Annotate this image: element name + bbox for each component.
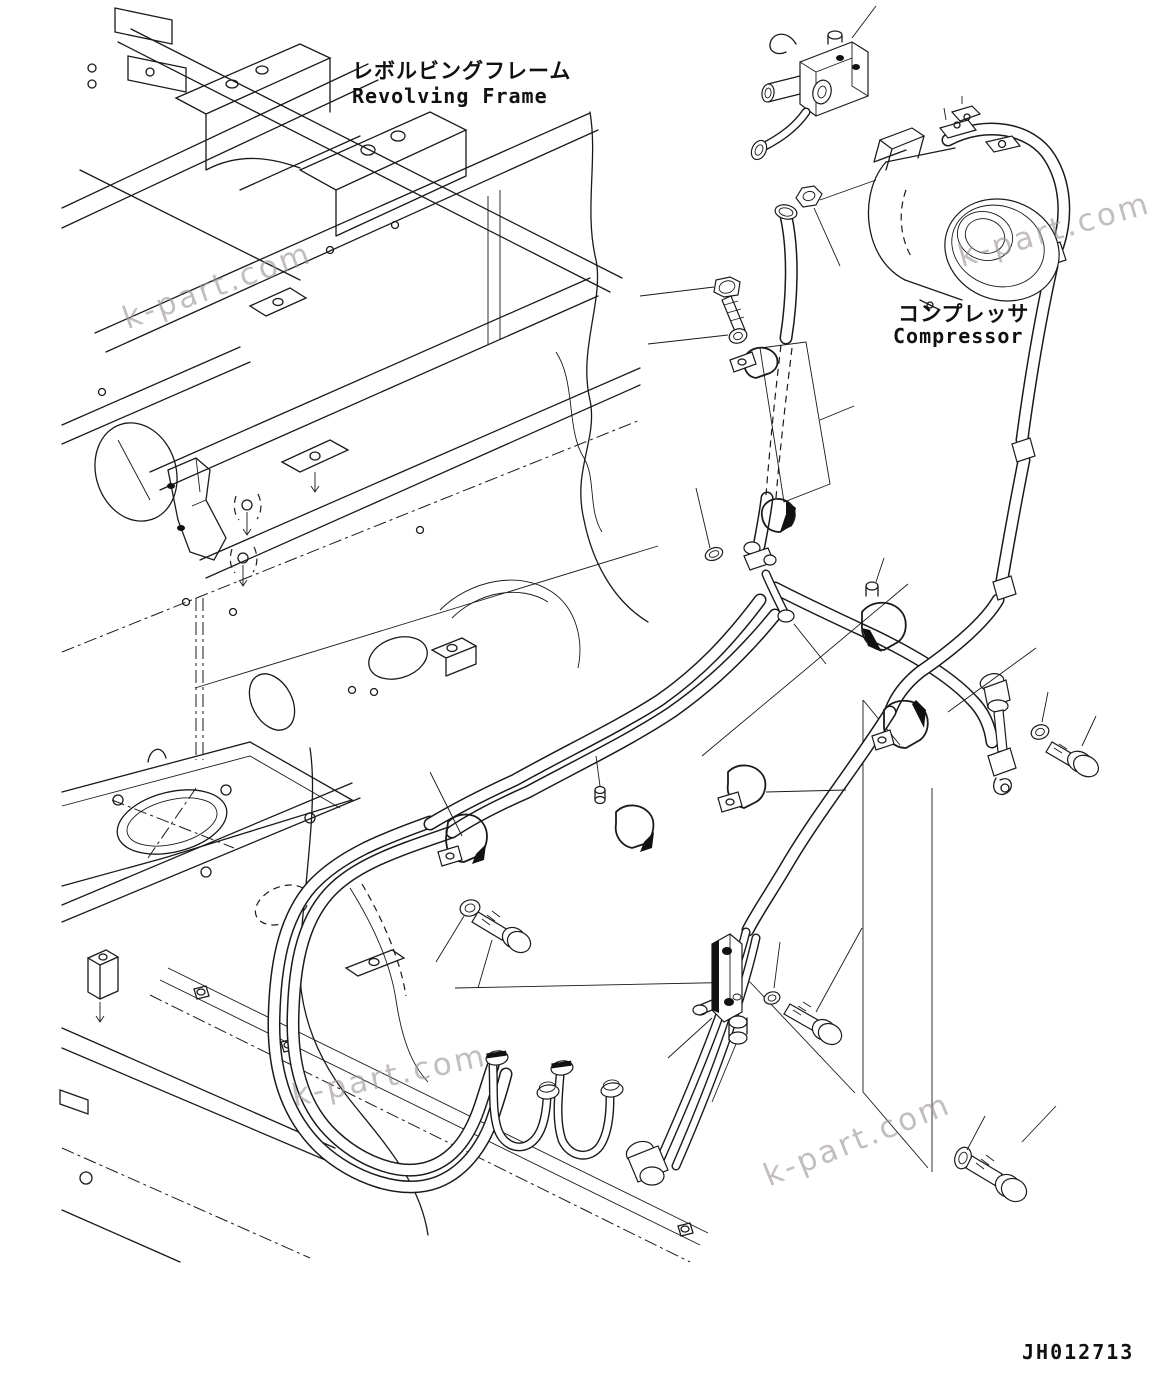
fasteners [459, 185, 1100, 1203]
valve-fitting [750, 30, 869, 161]
revolving-frame-label-jp: レボルビングフレーム [352, 59, 572, 83]
compressor-label-en: Compressor [893, 324, 1024, 348]
leader-lines [194, 5, 1097, 1151]
cover-plate [759, 341, 831, 503]
mounting-bracket [692, 933, 843, 1046]
revolving-frame-label-en: Revolving Frame [352, 84, 548, 108]
revolving-frame-outline [59, 7, 709, 1263]
refrigerant-hose-assembly [267, 122, 1071, 1194]
drawing-number: JH012713 [1022, 1340, 1135, 1364]
compressor-label-jp: コンプレッサ [898, 302, 1030, 326]
hose-clamps [437, 346, 929, 867]
compressor-outline [867, 96, 1060, 311]
